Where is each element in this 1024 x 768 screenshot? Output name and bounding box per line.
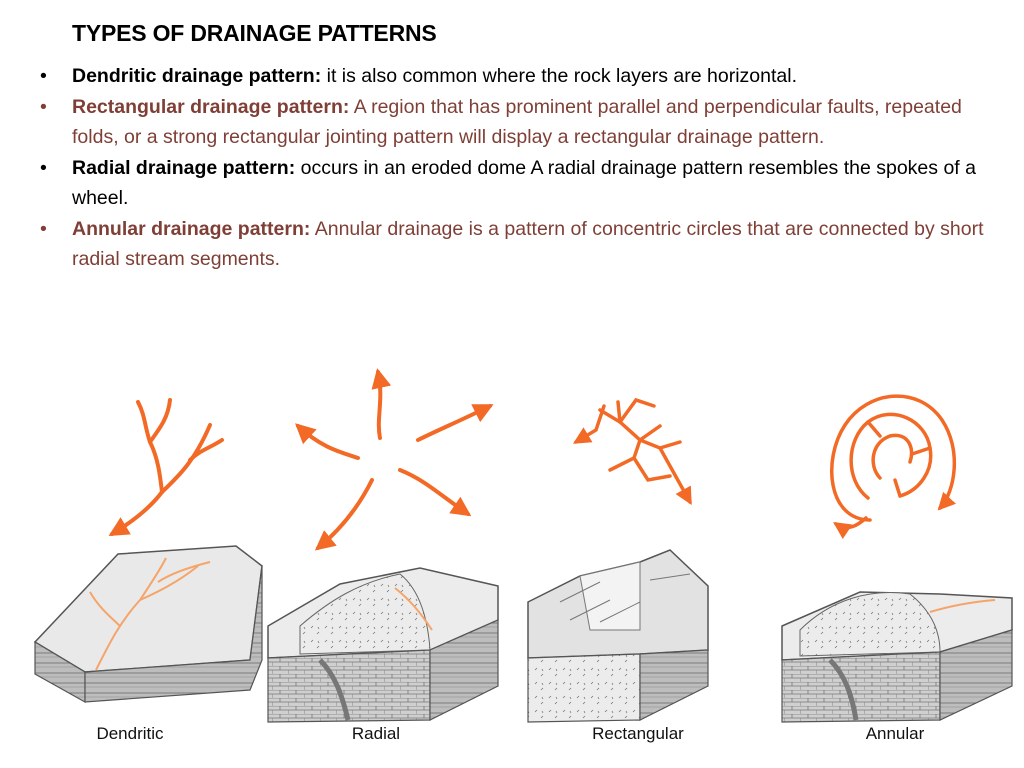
radial-stream-sketch (295, 368, 494, 551)
radial-block (267, 567, 499, 723)
caption-dendritic: Dendritic (96, 724, 164, 743)
slide-title: TYPES OF DRAINAGE PATTERNS (72, 20, 437, 46)
bullet-rectangular: • Rectangular drainage pattern: A region … (40, 92, 1000, 153)
bullet-radial: • Radial drainage pattern: occurs in an e… (40, 153, 1000, 214)
bullet-text: A region that has prominent parallel and… (72, 95, 962, 149)
bullet-term: Dendritic drainage pattern: (72, 65, 322, 87)
rectangular-block (527, 549, 709, 723)
bullet-text: it is also common where the rock layers … (321, 65, 797, 87)
bullet-list: • Dendritic drainage pattern: it is also … (40, 61, 1000, 275)
annular-stream-sketch (829, 394, 957, 540)
bullet-text: occurs in an eroded dome A radial draina… (72, 156, 976, 210)
caption-annular: Annular (865, 724, 925, 743)
bullet-term: Rectangular drainage pattern: (72, 95, 350, 118)
caption-radial: Radial (351, 724, 401, 743)
bullet-glyph: • (40, 217, 47, 240)
bullet-glyph: • (40, 156, 47, 179)
rectangular-stream-sketch (572, 397, 692, 506)
dendritic-stream-sketch (108, 398, 224, 537)
bullet-dendritic: • Dendritic drainage pattern: it is also … (40, 61, 1000, 92)
bullet-glyph: • (40, 65, 47, 87)
bullet-text: Annular drainage is a pattern of concent… (72, 217, 984, 271)
bullet-annular: • Annular drainage pattern: Annular drain… (40, 214, 1000, 275)
caption-rectangular: Rectangular (592, 724, 684, 743)
drainage-figure: Dendritic Radial Rectangular Annular (0, 330, 1024, 768)
annular-block (781, 591, 1013, 723)
dendritic-block (33, 545, 263, 704)
drainage-illustration (33, 368, 1013, 723)
bullet-term: Radial drainage pattern: (72, 156, 296, 179)
bullet-term: Annular drainage pattern: (72, 217, 311, 240)
bullet-glyph: • (40, 95, 47, 118)
